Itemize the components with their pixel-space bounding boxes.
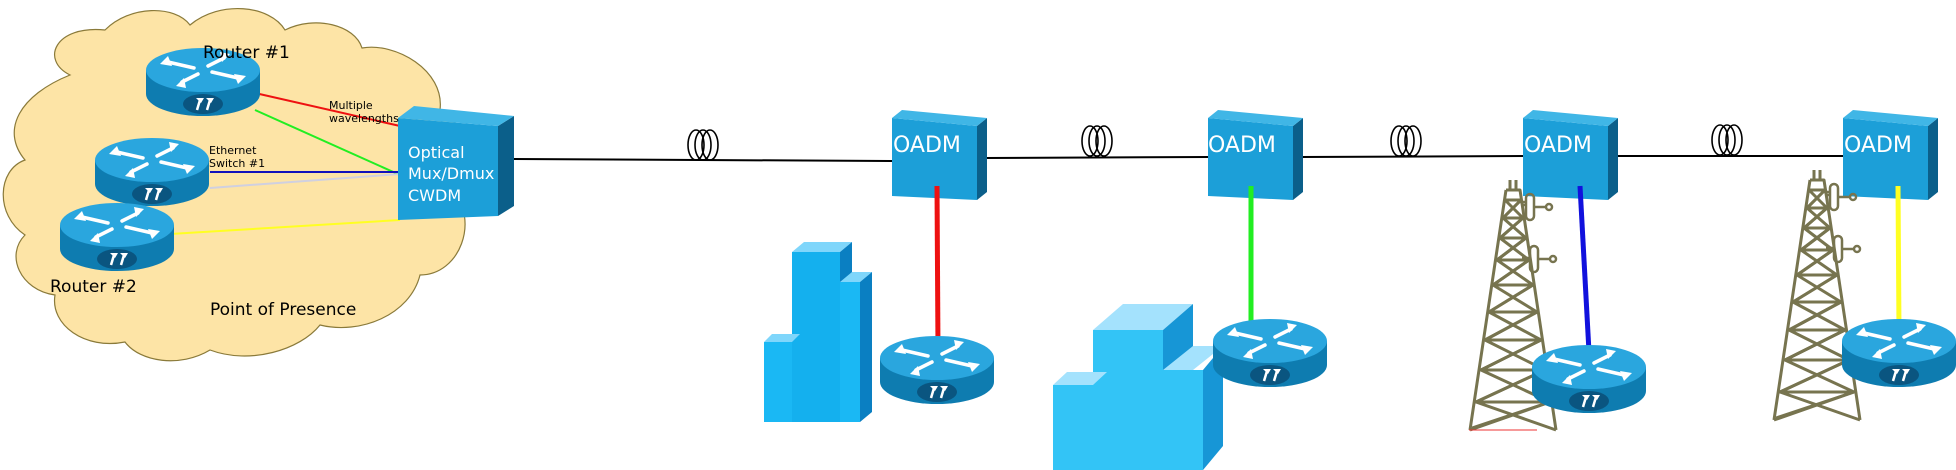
switch-label-line1: Ethernet [209, 144, 257, 157]
pop-label: Point of Presence [210, 300, 357, 320]
fiber-coil-icon [1390, 125, 1422, 157]
site-router-3-icon [1530, 343, 1648, 415]
ethernet-switch-1-icon [93, 136, 211, 208]
office-tower-building-icon [764, 242, 872, 422]
radio-tower-icon [1772, 168, 1862, 422]
fiber-coil-icon [1711, 124, 1743, 156]
router-2-icon [58, 201, 176, 273]
wavelengths-label-line2: wavelengths [329, 112, 399, 125]
switch-label-line2: Switch #1 [209, 157, 266, 170]
site-router-4-icon [1840, 317, 1956, 389]
router-1-label: Router #1 [203, 43, 290, 63]
pop-links [169, 92, 401, 235]
site-router-2-icon [1211, 317, 1329, 389]
red-wavelength-link [254, 92, 401, 127]
yellow-drop-link [1895, 185, 1902, 331]
oadm-4-label: OADM [1844, 133, 1912, 158]
green-wavelength-link [254, 109, 401, 176]
fiber-coil-icon [1081, 125, 1113, 157]
oadm-2-label: OADM [1208, 133, 1276, 158]
office-block-building-icon [1053, 304, 1223, 470]
oadm-1-label: OADM [893, 133, 961, 158]
mux-dmux-icon [398, 106, 514, 220]
wavelengths-label-line1: Multiple [329, 99, 373, 112]
oadm-3-label: OADM [1524, 133, 1592, 158]
yellow-wavelength-link [169, 219, 401, 235]
mux-label-line3: CWDM [408, 186, 462, 205]
mux-label-line2: Mux/Dmux [408, 164, 495, 183]
gray-wavelength-link [209, 173, 401, 189]
router-2-label: Router #2 [50, 277, 137, 297]
pop-cloud [2, 7, 466, 362]
blue-drop-link [1577, 185, 1592, 353]
site-router-1-icon [878, 334, 996, 406]
drop-links [934, 185, 1902, 353]
mux-label-line1: Optical [408, 143, 465, 162]
fiber-coil-icon [687, 129, 719, 161]
red-drop-link [934, 185, 941, 351]
